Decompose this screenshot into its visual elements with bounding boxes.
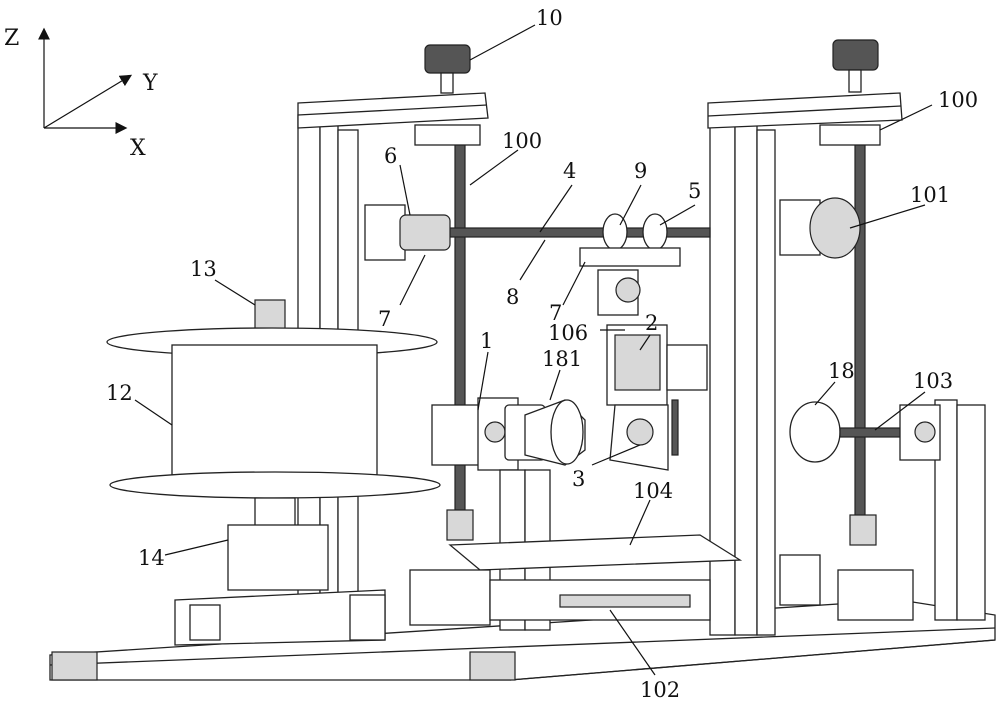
right-winding-assembly	[789, 401, 941, 621]
axis-z-label: Z	[4, 26, 19, 51]
label-9: 9	[634, 159, 647, 183]
lead-screws	[446, 139, 877, 546]
label-18: 18	[828, 359, 855, 383]
label-6: 6	[384, 144, 397, 168]
label-3: 3	[572, 467, 585, 491]
leader-lines	[134, 24, 933, 676]
axis-x-label: X	[130, 136, 146, 161]
coordinate-axes: Z Y X	[4, 26, 158, 161]
label-5: 5	[688, 179, 701, 203]
label-14: 14	[138, 546, 165, 570]
label-7-left: 7	[378, 307, 391, 331]
label-13: 13	[190, 257, 217, 281]
adjustment-knobs	[424, 39, 879, 94]
right-column	[707, 92, 986, 636]
label-12: 12	[106, 381, 133, 405]
label-181: 181	[542, 347, 582, 371]
label-2: 2	[645, 311, 658, 335]
label-1: 1	[480, 329, 493, 353]
label-4: 4	[563, 159, 576, 183]
print-carriage	[579, 247, 708, 471]
axis-y-label: Y	[142, 71, 158, 96]
horizontal-screw	[364, 124, 881, 261]
label-103: 103	[913, 369, 953, 393]
label-106: 106	[548, 321, 588, 345]
label-100-right: 100	[938, 88, 978, 112]
label-8: 8	[506, 285, 519, 309]
label-10: 10	[536, 6, 563, 30]
label-102: 102	[640, 678, 680, 702]
base-platform	[409, 534, 821, 626]
label-104: 104	[633, 479, 673, 503]
filament-spool	[106, 299, 441, 646]
label-101: 101	[910, 183, 950, 207]
label-100-left: 100	[502, 129, 542, 153]
label-7-center: 7	[549, 301, 562, 325]
reference-labels: 10 100 100 6 4 9 5 101 13 7 8 7 106 2 1 …	[106, 6, 978, 702]
